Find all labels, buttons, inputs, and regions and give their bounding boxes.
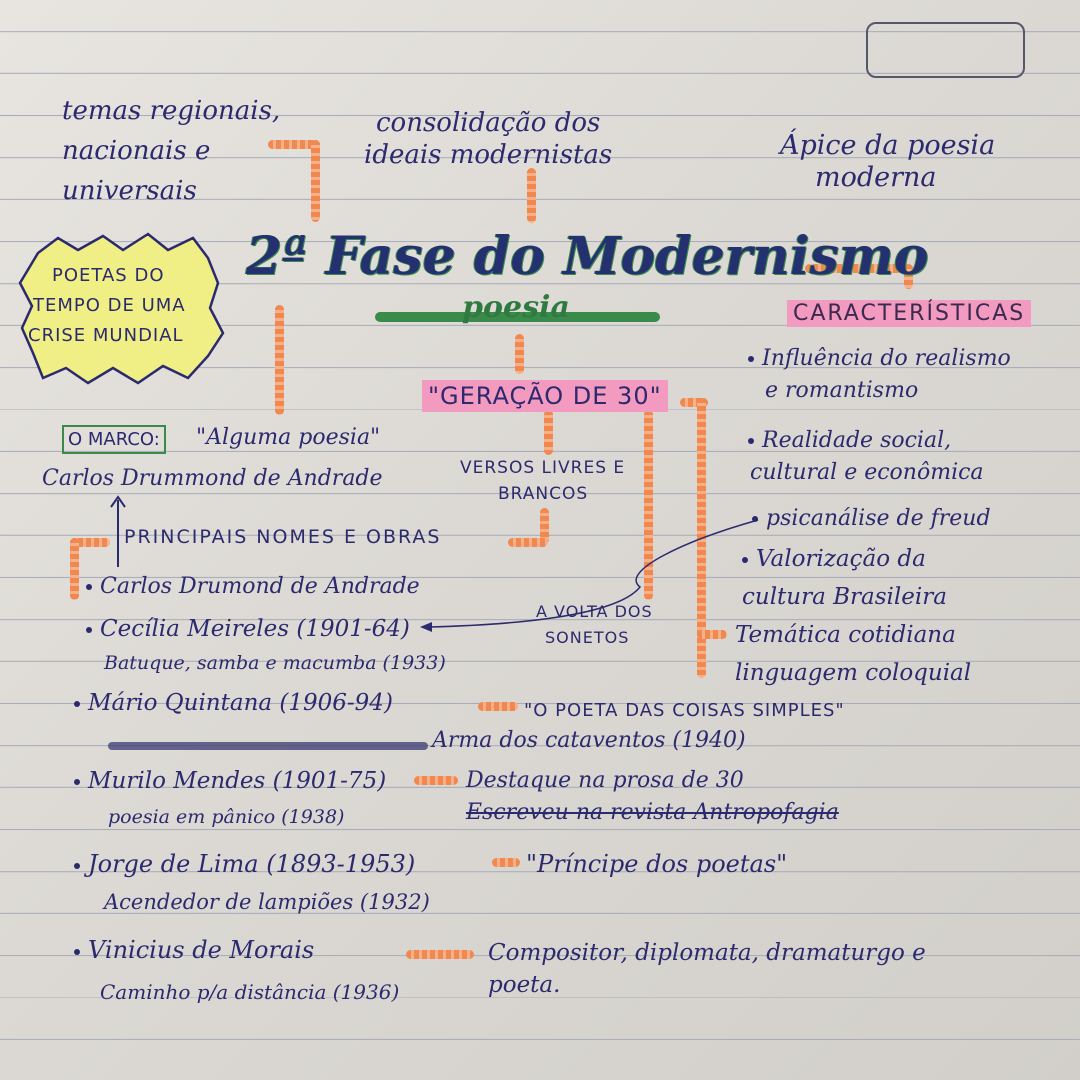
caracteristica-1-line-1: Influência do realismo bbox=[748, 346, 1011, 371]
connector bbox=[515, 334, 524, 374]
volta-line-2: SONETOS bbox=[545, 628, 630, 647]
bullet bbox=[752, 516, 758, 522]
caracteristica-text: psicanálise de freud bbox=[766, 506, 991, 531]
author-name: Jorge de Lima (1893-1953) bbox=[88, 850, 416, 878]
connector bbox=[697, 630, 727, 639]
top-left-note-3: universais bbox=[62, 176, 197, 206]
versos-line-2: BRANCOS bbox=[498, 484, 589, 504]
connector bbox=[805, 264, 913, 273]
connector bbox=[680, 398, 708, 407]
author-5-work: Acendedor de lampiões (1932) bbox=[104, 890, 430, 914]
bullet bbox=[748, 438, 754, 444]
connector bbox=[508, 538, 548, 547]
author-3: Mário Quintana (1906-94) bbox=[74, 690, 393, 716]
author-4: Murilo Mendes (1901-75) bbox=[74, 768, 386, 794]
caracteristica-text: Influência do realismo bbox=[762, 346, 1011, 371]
author-3-note: "O POETA DAS COISAS SIMPLES" bbox=[524, 700, 845, 721]
connector bbox=[904, 264, 913, 289]
caracteristica-1-line-2: e romantismo bbox=[765, 378, 919, 403]
author-1: Carlos Drumond de Andrade bbox=[86, 574, 420, 599]
caracteristica-4-line-1: Valorização da bbox=[742, 546, 926, 572]
connector bbox=[644, 410, 653, 600]
connector bbox=[540, 508, 549, 544]
caracteristica-2-line-2: cultural e econômica bbox=[750, 460, 984, 485]
bullet bbox=[74, 948, 80, 955]
connector bbox=[275, 305, 284, 415]
connector bbox=[527, 168, 536, 223]
author-4-note-2: Escreveu na revista Antropofagia bbox=[466, 800, 839, 825]
connector bbox=[544, 410, 553, 455]
caracteristica-5-line-1: Temática cotidiana bbox=[735, 622, 956, 648]
caracteristica-3: psicanálise de freud bbox=[752, 506, 991, 531]
author-4-note: Destaque na prosa de 30 bbox=[466, 768, 744, 793]
poets-box-line-2: TEMPO DE UMA bbox=[33, 295, 186, 316]
connector bbox=[414, 776, 458, 785]
top-left-note-1: temas regionais, bbox=[62, 96, 281, 126]
top-right-note-1: Ápice da poesia bbox=[780, 130, 996, 161]
versos-line-1: VERSOS LIVRES E bbox=[460, 458, 626, 478]
page-title: 2ª Fase do Modernismo bbox=[246, 226, 929, 287]
caracteristica-2-line-1: Realidade social, bbox=[748, 428, 951, 453]
author-6-note-2: poeta. bbox=[488, 972, 561, 998]
bullet bbox=[74, 701, 80, 707]
bullet bbox=[74, 862, 80, 869]
arrow-up-icon bbox=[110, 495, 126, 567]
top-left-note-2: nacionais e bbox=[62, 136, 211, 166]
principais-heading: PRINCIPAIS NOMES E OBRAS bbox=[124, 526, 442, 548]
author-5: Jorge de Lima (1893-1953) bbox=[74, 850, 415, 878]
marco-work: "Alguma poesia" bbox=[196, 425, 381, 450]
connector bbox=[311, 140, 320, 222]
author-6-work: Caminho p/a distância (1936) bbox=[100, 980, 400, 1004]
author-name: Vinicius de Morais bbox=[88, 936, 315, 964]
author-name: Murilo Mendes (1901-75) bbox=[88, 768, 387, 794]
author-name: Cecília Meireles (1901-64) bbox=[100, 616, 410, 642]
poets-box-line-1: POETAS DO bbox=[52, 265, 165, 286]
poets-box-line-3: CRISE MUNDIAL bbox=[28, 325, 184, 346]
caracteristica-text: Realidade social, bbox=[762, 428, 952, 453]
connector bbox=[268, 140, 320, 149]
author-6: Vinicius de Morais bbox=[74, 936, 314, 964]
connector-line bbox=[420, 519, 759, 632]
bullet bbox=[742, 557, 748, 563]
subtitle: poesia bbox=[462, 290, 570, 325]
date-box bbox=[866, 22, 1025, 78]
author-2-work: Batuque, samba e macumba (1933) bbox=[104, 652, 446, 674]
connector bbox=[492, 858, 520, 867]
author-3-work: Arma dos cataventos (1940) bbox=[432, 728, 746, 753]
poets-burst-shape bbox=[18, 232, 225, 385]
top-center-note-1: consolidação dos bbox=[376, 108, 601, 138]
author-2: Cecília Meireles (1901-64) bbox=[86, 616, 410, 642]
strikethrough-scribble bbox=[108, 742, 428, 750]
top-center-note-2: ideais modernistas bbox=[364, 140, 613, 170]
bullet bbox=[86, 627, 92, 633]
author-name: Mário Quintana (1906-94) bbox=[88, 690, 393, 716]
author-name: Carlos Drumond de Andrade bbox=[100, 574, 420, 599]
bullet bbox=[74, 779, 80, 785]
author-6-note: Compositor, diplomata, dramaturgo e bbox=[488, 940, 926, 966]
author-4-work: poesia em pânico (1938) bbox=[108, 806, 345, 828]
caracteristica-5-line-2: linguagem coloquial bbox=[735, 660, 972, 686]
bullet bbox=[86, 584, 92, 590]
marco-label: O MARCO: bbox=[62, 425, 166, 454]
connector bbox=[478, 702, 518, 711]
title-underline-green bbox=[375, 312, 660, 322]
marco-author: Carlos Drummond de Andrade bbox=[42, 466, 383, 491]
top-right-note-2: moderna bbox=[815, 162, 937, 193]
author-5-note: "Príncipe dos poetas" bbox=[526, 850, 788, 878]
connector bbox=[70, 538, 110, 547]
caracteristica-4-line-2: cultura Brasileira bbox=[742, 584, 947, 610]
caracteristica-text: Valorização da bbox=[756, 546, 926, 572]
geracao-de-30: "GERAÇÃO DE 30" bbox=[422, 380, 668, 412]
bullet bbox=[748, 356, 754, 362]
connector bbox=[70, 538, 79, 600]
connector bbox=[406, 950, 474, 959]
caracteristicas-heading: CARACTERÍSTICAS bbox=[787, 300, 1032, 327]
